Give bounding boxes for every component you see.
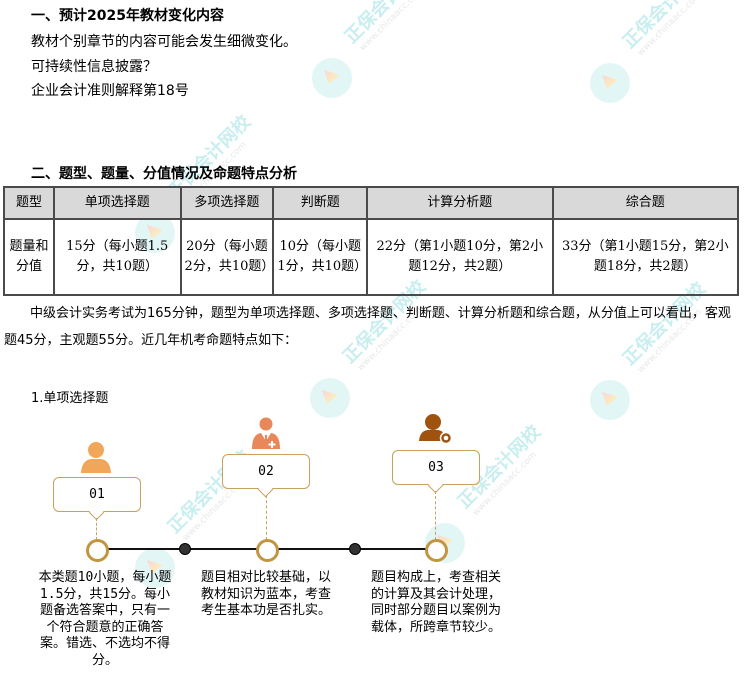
section2-title: 二、题型、题量、分值情况及命题特点分析: [31, 166, 297, 182]
connector-dash: [96, 518, 97, 540]
logo-icon: [312, 58, 352, 98]
table-header-cell: 单项选择题: [52, 186, 182, 220]
connector-dash: [435, 491, 436, 540]
table-cell: 题量和分值: [3, 218, 55, 296]
table-row: 题量和分值 15分（每小题1.5分，共10题） 20分（每小题2分，共10题） …: [3, 218, 740, 296]
analysis-paragraph: 中级会计实务考试为165分钟，题型为单项选择题、多项选择题、判断题、计算分析题和…: [4, 306, 731, 348]
timeline-dot: [179, 543, 191, 555]
table-header-cell: 多项选择题: [179, 186, 275, 220]
table-cell: 22分（第1小题10分，第2小题12分，共2题）: [366, 218, 554, 296]
table-cell: 15分（每小题1.5分，共10题）: [52, 218, 182, 296]
table-header-cell: 题型: [3, 186, 55, 220]
logo-icon: [310, 378, 350, 418]
section1-line: 企业会计准则解释第18号: [31, 83, 189, 99]
timeline-node: [86, 539, 109, 562]
table-cell: 20分（每小题2分，共10题）: [179, 218, 274, 296]
table-cell: 10分（每小题1分，共10题）: [272, 218, 369, 296]
user-badge-icon: [419, 414, 452, 444]
section1-title: 一、预计2025年教材变化内容: [31, 8, 224, 24]
doctor-plus-icon: [252, 417, 280, 449]
step-bubble-03: 03: [392, 450, 480, 485]
table-cell: 33分（第1小题15分，第2小题18分，共2题）: [551, 218, 740, 296]
section1-line: 教材个别章节的内容可能会发生细微变化。: [31, 34, 297, 50]
timeline-dot: [349, 543, 361, 555]
step-description: 本类题10小题，每小题1.5分，共15分。每小题备选答案中，只有一个符合题意的正…: [38, 570, 172, 668]
logo-icon: [590, 63, 630, 103]
table-header-cell: 判断题: [272, 186, 369, 220]
step-description: 题目构成上，考查相关的计算及其会计处理，同时部分题目以案例为载体，所跨章节较少。: [370, 570, 501, 635]
timeline-node: [256, 539, 279, 562]
subsection-title: 1.单项选择题: [31, 391, 109, 406]
section1-line: 可持续性信息披露？: [31, 59, 157, 75]
table-header-row: 题型 单项选择题 多项选择题 判断题 计算分析题 综合题: [3, 186, 740, 220]
connector-dash: [266, 495, 267, 540]
step-bubble-02: 02: [222, 454, 310, 489]
timeline-node: [425, 539, 448, 562]
score-table: 题型 单项选择题 多项选择题 判断题 计算分析题 综合题 题量和分值 15分（每…: [3, 186, 740, 296]
person-icon: [81, 442, 111, 473]
logo-icon: [590, 380, 630, 420]
step-description: 题目相对比较基础，以教材知识为蓝本，考查考生基本功是否扎实。: [200, 570, 331, 618]
step-bubble-01: 01: [53, 477, 141, 512]
table-header-cell: 综合题: [551, 186, 740, 220]
table-header-cell: 计算分析题: [366, 186, 554, 220]
